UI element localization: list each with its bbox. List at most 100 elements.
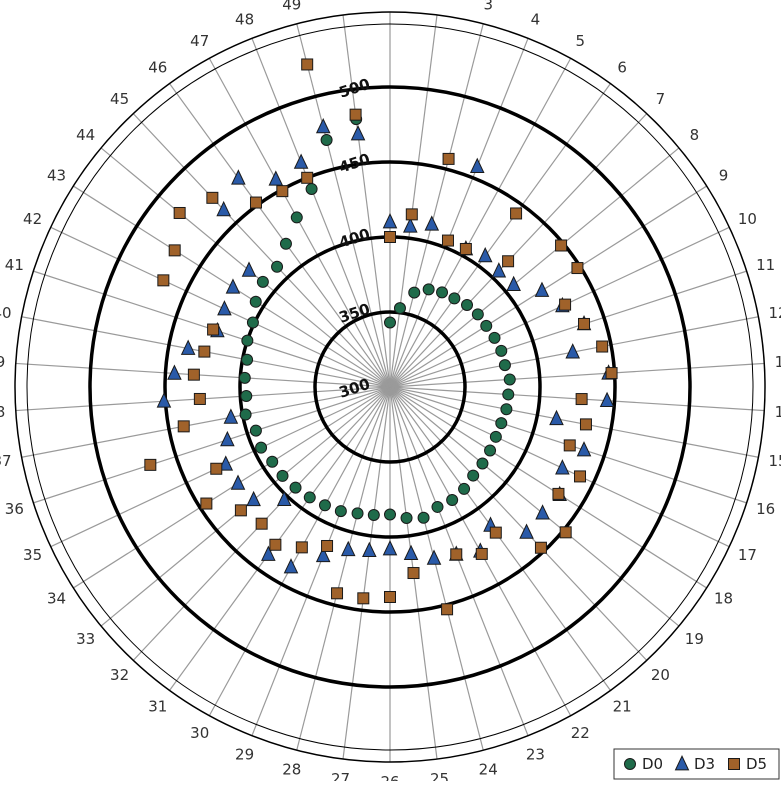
point-d0-6 xyxy=(448,292,461,305)
point-d3-50 xyxy=(350,125,366,141)
point-d5-30 xyxy=(295,541,308,554)
point-d3-8 xyxy=(506,275,521,292)
point-d3-44 xyxy=(241,261,257,277)
spoke-line-36 xyxy=(33,386,391,504)
points-layer xyxy=(144,58,618,616)
point-d0-26 xyxy=(384,508,396,521)
point-d5-10 xyxy=(559,298,572,311)
point-d3-29 xyxy=(315,546,331,563)
point-d5-32 xyxy=(255,517,268,530)
point-d3-1 xyxy=(382,213,398,229)
point-d0-15 xyxy=(500,403,513,416)
legend-marker-d3 xyxy=(674,755,690,771)
spoke-line-20 xyxy=(389,386,648,661)
point-d3-24 xyxy=(426,549,442,565)
point-d0-10 xyxy=(488,331,501,344)
point-d5-37 xyxy=(177,420,190,433)
point-d0-44 xyxy=(256,275,269,288)
point-d3-6 xyxy=(477,246,493,263)
spoke-label-46: 46 xyxy=(148,58,167,76)
spoke-label-34: 34 xyxy=(47,590,66,608)
point-d5-43 xyxy=(168,244,181,257)
point-d5-17 xyxy=(574,470,587,483)
spoke-label-42: 42 xyxy=(23,210,42,228)
spoke-line-21 xyxy=(389,386,611,691)
point-d0-43 xyxy=(249,295,262,308)
spoke-label-36: 36 xyxy=(5,500,24,518)
point-d0-41 xyxy=(241,334,254,347)
spoke-line-5 xyxy=(389,58,572,388)
point-d0-39 xyxy=(238,371,251,384)
spoke-label-2: 2 xyxy=(435,0,445,4)
point-d0-31 xyxy=(303,491,316,504)
point-d5-47 xyxy=(276,185,289,198)
legend-label-d3: D3 xyxy=(694,755,715,773)
point-d3-14 xyxy=(599,391,615,408)
point-d3-35 xyxy=(218,455,234,471)
spoke-label-47: 47 xyxy=(190,32,209,50)
point-d0-2 xyxy=(393,302,406,315)
point-d5-41 xyxy=(207,323,220,336)
spoke-line-46 xyxy=(169,83,391,388)
spoke-label-41: 41 xyxy=(5,256,24,274)
spoke-label-18: 18 xyxy=(714,590,733,608)
point-d5-14 xyxy=(575,393,588,406)
point-d5-33 xyxy=(234,504,247,517)
point-d5-6 xyxy=(510,207,523,220)
spoke-line-44 xyxy=(100,147,391,388)
point-d3-2 xyxy=(403,217,418,233)
point-d0-7 xyxy=(461,298,474,311)
point-d5-11 xyxy=(578,317,591,330)
point-d0-30 xyxy=(318,499,331,512)
point-d0-12 xyxy=(498,359,511,372)
outer-ring xyxy=(14,11,766,763)
spoke-label-10: 10 xyxy=(738,210,757,228)
point-d3-9 xyxy=(534,281,550,297)
point-d0-1 xyxy=(384,316,396,329)
spoke-label-29: 29 xyxy=(235,745,254,763)
point-d5-12 xyxy=(596,340,609,353)
spoke-label-1: 1 xyxy=(385,0,395,1)
spoke-label-6: 6 xyxy=(617,58,627,76)
grid-layer xyxy=(14,11,766,763)
spoke-line-15 xyxy=(389,386,759,458)
point-d5-42 xyxy=(157,274,170,287)
point-d5-23 xyxy=(450,548,463,561)
point-d3-38 xyxy=(156,392,172,408)
spoke-line-28 xyxy=(296,386,391,751)
spoke-label-15: 15 xyxy=(768,452,781,470)
spoke-label-45: 45 xyxy=(110,90,129,108)
spoke-label-23: 23 xyxy=(526,745,545,763)
legend-box xyxy=(613,748,780,780)
point-d3-36 xyxy=(220,430,235,447)
spoke-line-8 xyxy=(389,147,680,388)
spoke-line-45 xyxy=(132,113,391,388)
point-d3-26 xyxy=(382,540,398,556)
point-d5-40 xyxy=(198,345,211,358)
point-d3-46 xyxy=(231,169,246,185)
point-d3-17 xyxy=(555,459,570,475)
ring-350 xyxy=(313,310,467,464)
point-d0-34 xyxy=(266,455,279,468)
point-d5-28 xyxy=(331,587,344,600)
point-d5-46 xyxy=(249,196,262,209)
point-d3-28 xyxy=(340,540,356,557)
point-d3-15 xyxy=(549,409,564,426)
point-d5-26 xyxy=(384,591,396,603)
point-d5-50 xyxy=(349,108,362,121)
spoke-label-20: 20 xyxy=(651,666,670,684)
point-d0-8 xyxy=(471,308,484,321)
spoke-label-14: 14 xyxy=(775,403,781,421)
point-d3-34 xyxy=(230,474,246,490)
point-d5-8 xyxy=(555,239,568,252)
spoke-label-27: 27 xyxy=(331,770,350,781)
spoke-label-13: 13 xyxy=(775,353,781,371)
point-d0-19 xyxy=(476,457,489,470)
point-d3-25 xyxy=(403,544,419,561)
point-d5-2 xyxy=(405,208,418,221)
spoke-label-33: 33 xyxy=(76,630,95,648)
spoke-label-48: 48 xyxy=(235,11,254,29)
spoke-label-38: 38 xyxy=(0,403,5,421)
